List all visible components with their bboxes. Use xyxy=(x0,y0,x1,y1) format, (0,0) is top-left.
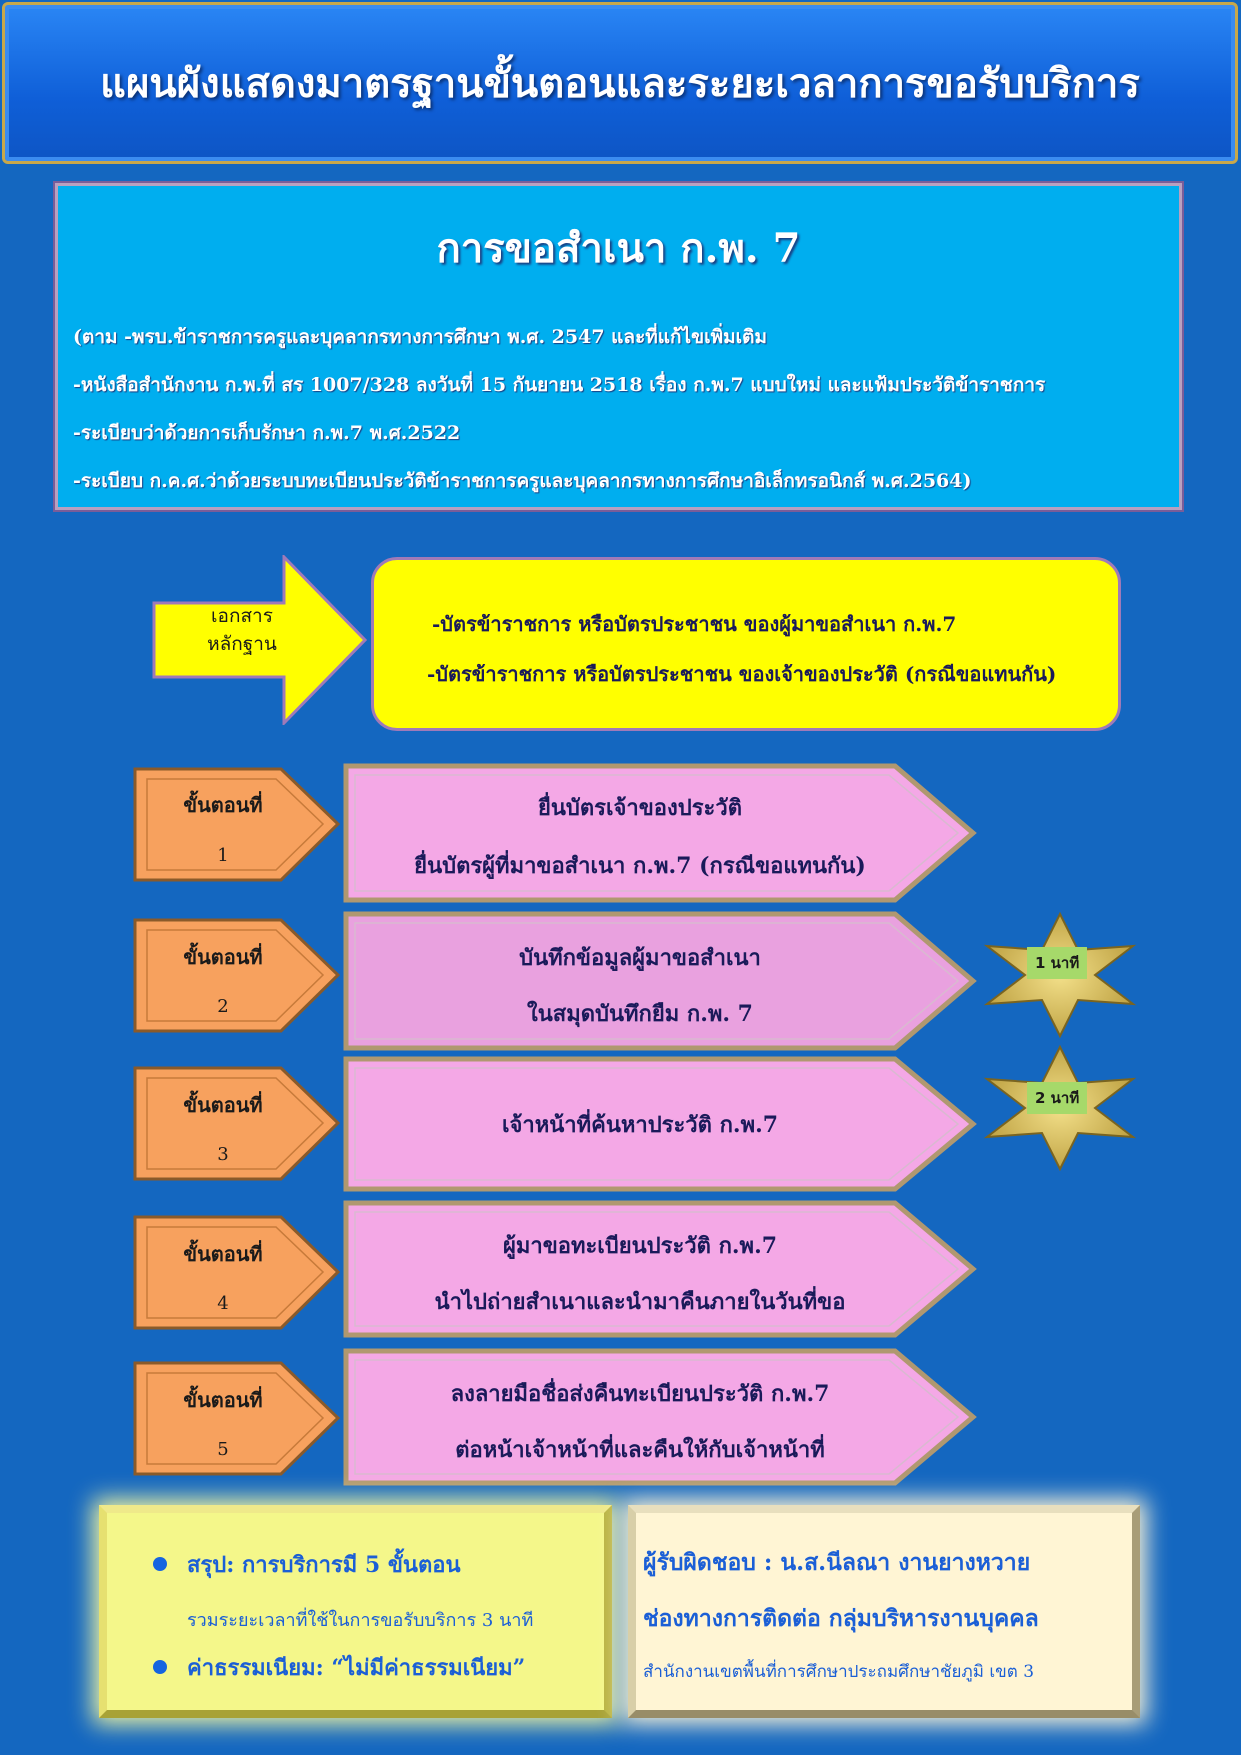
step-text: ยื่นบัตรเจ้าของประวัติ xyxy=(538,795,742,821)
step-label: ขั้นตอนที่ xyxy=(183,1388,263,1412)
step-box-3 xyxy=(343,1056,977,1192)
step-tab-4 xyxy=(133,1215,340,1330)
summary-duration: รวมระยะเวลาที่ใช้ในการขอรับบริการ 3 นาที xyxy=(187,1610,534,1631)
documents-arrow xyxy=(152,555,367,725)
step-box-5 xyxy=(343,1348,977,1486)
office-name: สำนักงานเขตพื้นที่การศึกษาประถมศึกษาชัยภ… xyxy=(643,1662,1035,1682)
time-badge: 2 นาที xyxy=(1027,1082,1088,1114)
step-text: บันทึกข้อมูลผู้มาขอสำเนา xyxy=(519,945,761,971)
step-text: ยื่นบัตรผู้ที่มาขอสำเนา ก.พ.7 (กรณีขอแทน… xyxy=(414,853,866,879)
documents-label-line: หลักฐาน xyxy=(207,633,277,655)
time-badge: 1 นาที xyxy=(1027,947,1088,979)
reference-line: -หนังสือสำนักงาน ก.พ.ที่ สร 1007/328 ลงว… xyxy=(73,374,1046,396)
step-tab-5 xyxy=(133,1361,340,1476)
documents-label: เอกสาร หลักฐาน xyxy=(172,602,312,658)
header-banner: แผนผังแสดงมาตรฐานขั้นตอนและระยะเวลาการขอ… xyxy=(2,2,1238,164)
contact-channel: ช่องทางการติดต่อ กลุ่มบริหารงานบุคคล xyxy=(643,1605,1039,1632)
page-title: แผนผังแสดงมาตรฐานขั้นตอนและระยะเวลาการขอ… xyxy=(100,61,1140,107)
step-text: ในสมุดบันทึกยืม ก.พ. 7 xyxy=(527,1001,753,1027)
responsible-box: ผู้รับผิดชอบ : น.ส.นีลณา งานยางหวาย ช่อง… xyxy=(628,1505,1140,1718)
step-text: เจ้าหน้าที่ค้นหาประวัติ ก.พ.7 xyxy=(501,1112,779,1138)
step-text: ลงลายมือชื่อส่งคืนทะเบียนประวัติ ก.พ.7 xyxy=(450,1381,830,1407)
documents-box: -บัตรข้าราชการ หรือบัตรประชาชน ของผู้มาข… xyxy=(371,557,1121,731)
responsible-person: ผู้รับผิดชอบ : น.ส.นีลณา งานยางหวาย xyxy=(643,1549,1031,1576)
bullet-icon xyxy=(153,1557,167,1571)
document-item: -บัตรข้าราชการ หรือบัตรประชาชน ของเจ้าขอ… xyxy=(427,662,1057,686)
summary-box: สรุป: การบริการมี 5 ขั้นตอน รวมระยะเวลาท… xyxy=(99,1505,612,1718)
service-title: การขอสำเนา ก.พ. 7 xyxy=(436,225,801,272)
step-text: ผู้มาขอทะเบียนประวัติ ก.พ.7 xyxy=(502,1233,778,1259)
step-number: 2 xyxy=(217,996,229,1017)
summary-steps: สรุป: การบริการมี 5 ขั้นตอน xyxy=(187,1552,461,1578)
step-box-4 xyxy=(343,1200,977,1338)
step-label: ขั้นตอนที่ xyxy=(183,793,263,817)
reference-line: (ตาม -พรบ.ข้าราชการครูและบุคลากรทางการศึ… xyxy=(73,326,767,348)
step-label: ขั้นตอนที่ xyxy=(183,945,263,969)
step-label: ขั้นตอนที่ xyxy=(183,1242,263,1266)
step-tab-1 xyxy=(133,767,340,882)
step-text: นำไปถ่ายสำเนาและนำมาคืนภายในวันที่ขอ xyxy=(434,1289,846,1315)
reference-line: -ระเบียบว่าด้วยการเก็บรักษา ก.พ.7 พ.ศ.25… xyxy=(73,422,461,444)
step-box-1 xyxy=(343,763,977,903)
step-number: 5 xyxy=(217,1439,229,1460)
bullet-icon xyxy=(153,1660,167,1674)
step-label: ขั้นตอนที่ xyxy=(183,1093,263,1117)
step-box-2 xyxy=(343,911,977,1051)
document-item: -บัตรข้าราชการ หรือบัตรประชาชน ของผู้มาข… xyxy=(432,612,957,636)
summary-fee: ค่าธรรมเนียม: “ไม่มีค่าธรรมเนียม” xyxy=(187,1655,526,1681)
info-box: การขอสำเนา ก.พ. 7 (ตาม -พรบ.ข้าราชการครู… xyxy=(55,183,1182,510)
reference-line: -ระเบียบ ก.ค.ศ.ว่าด้วยระบบทะเบียนประวัติ… xyxy=(73,470,972,492)
step-text: ต่อหน้าเจ้าหน้าที่และคืนให้กับเจ้าหน้าที… xyxy=(455,1437,825,1463)
step-tab-3 xyxy=(133,1066,340,1181)
step-number: 3 xyxy=(217,1144,229,1165)
step-number: 4 xyxy=(217,1293,229,1314)
step-number: 1 xyxy=(217,845,229,866)
step-tab-2 xyxy=(133,918,340,1033)
documents-label-line: เอกสาร xyxy=(211,605,273,627)
